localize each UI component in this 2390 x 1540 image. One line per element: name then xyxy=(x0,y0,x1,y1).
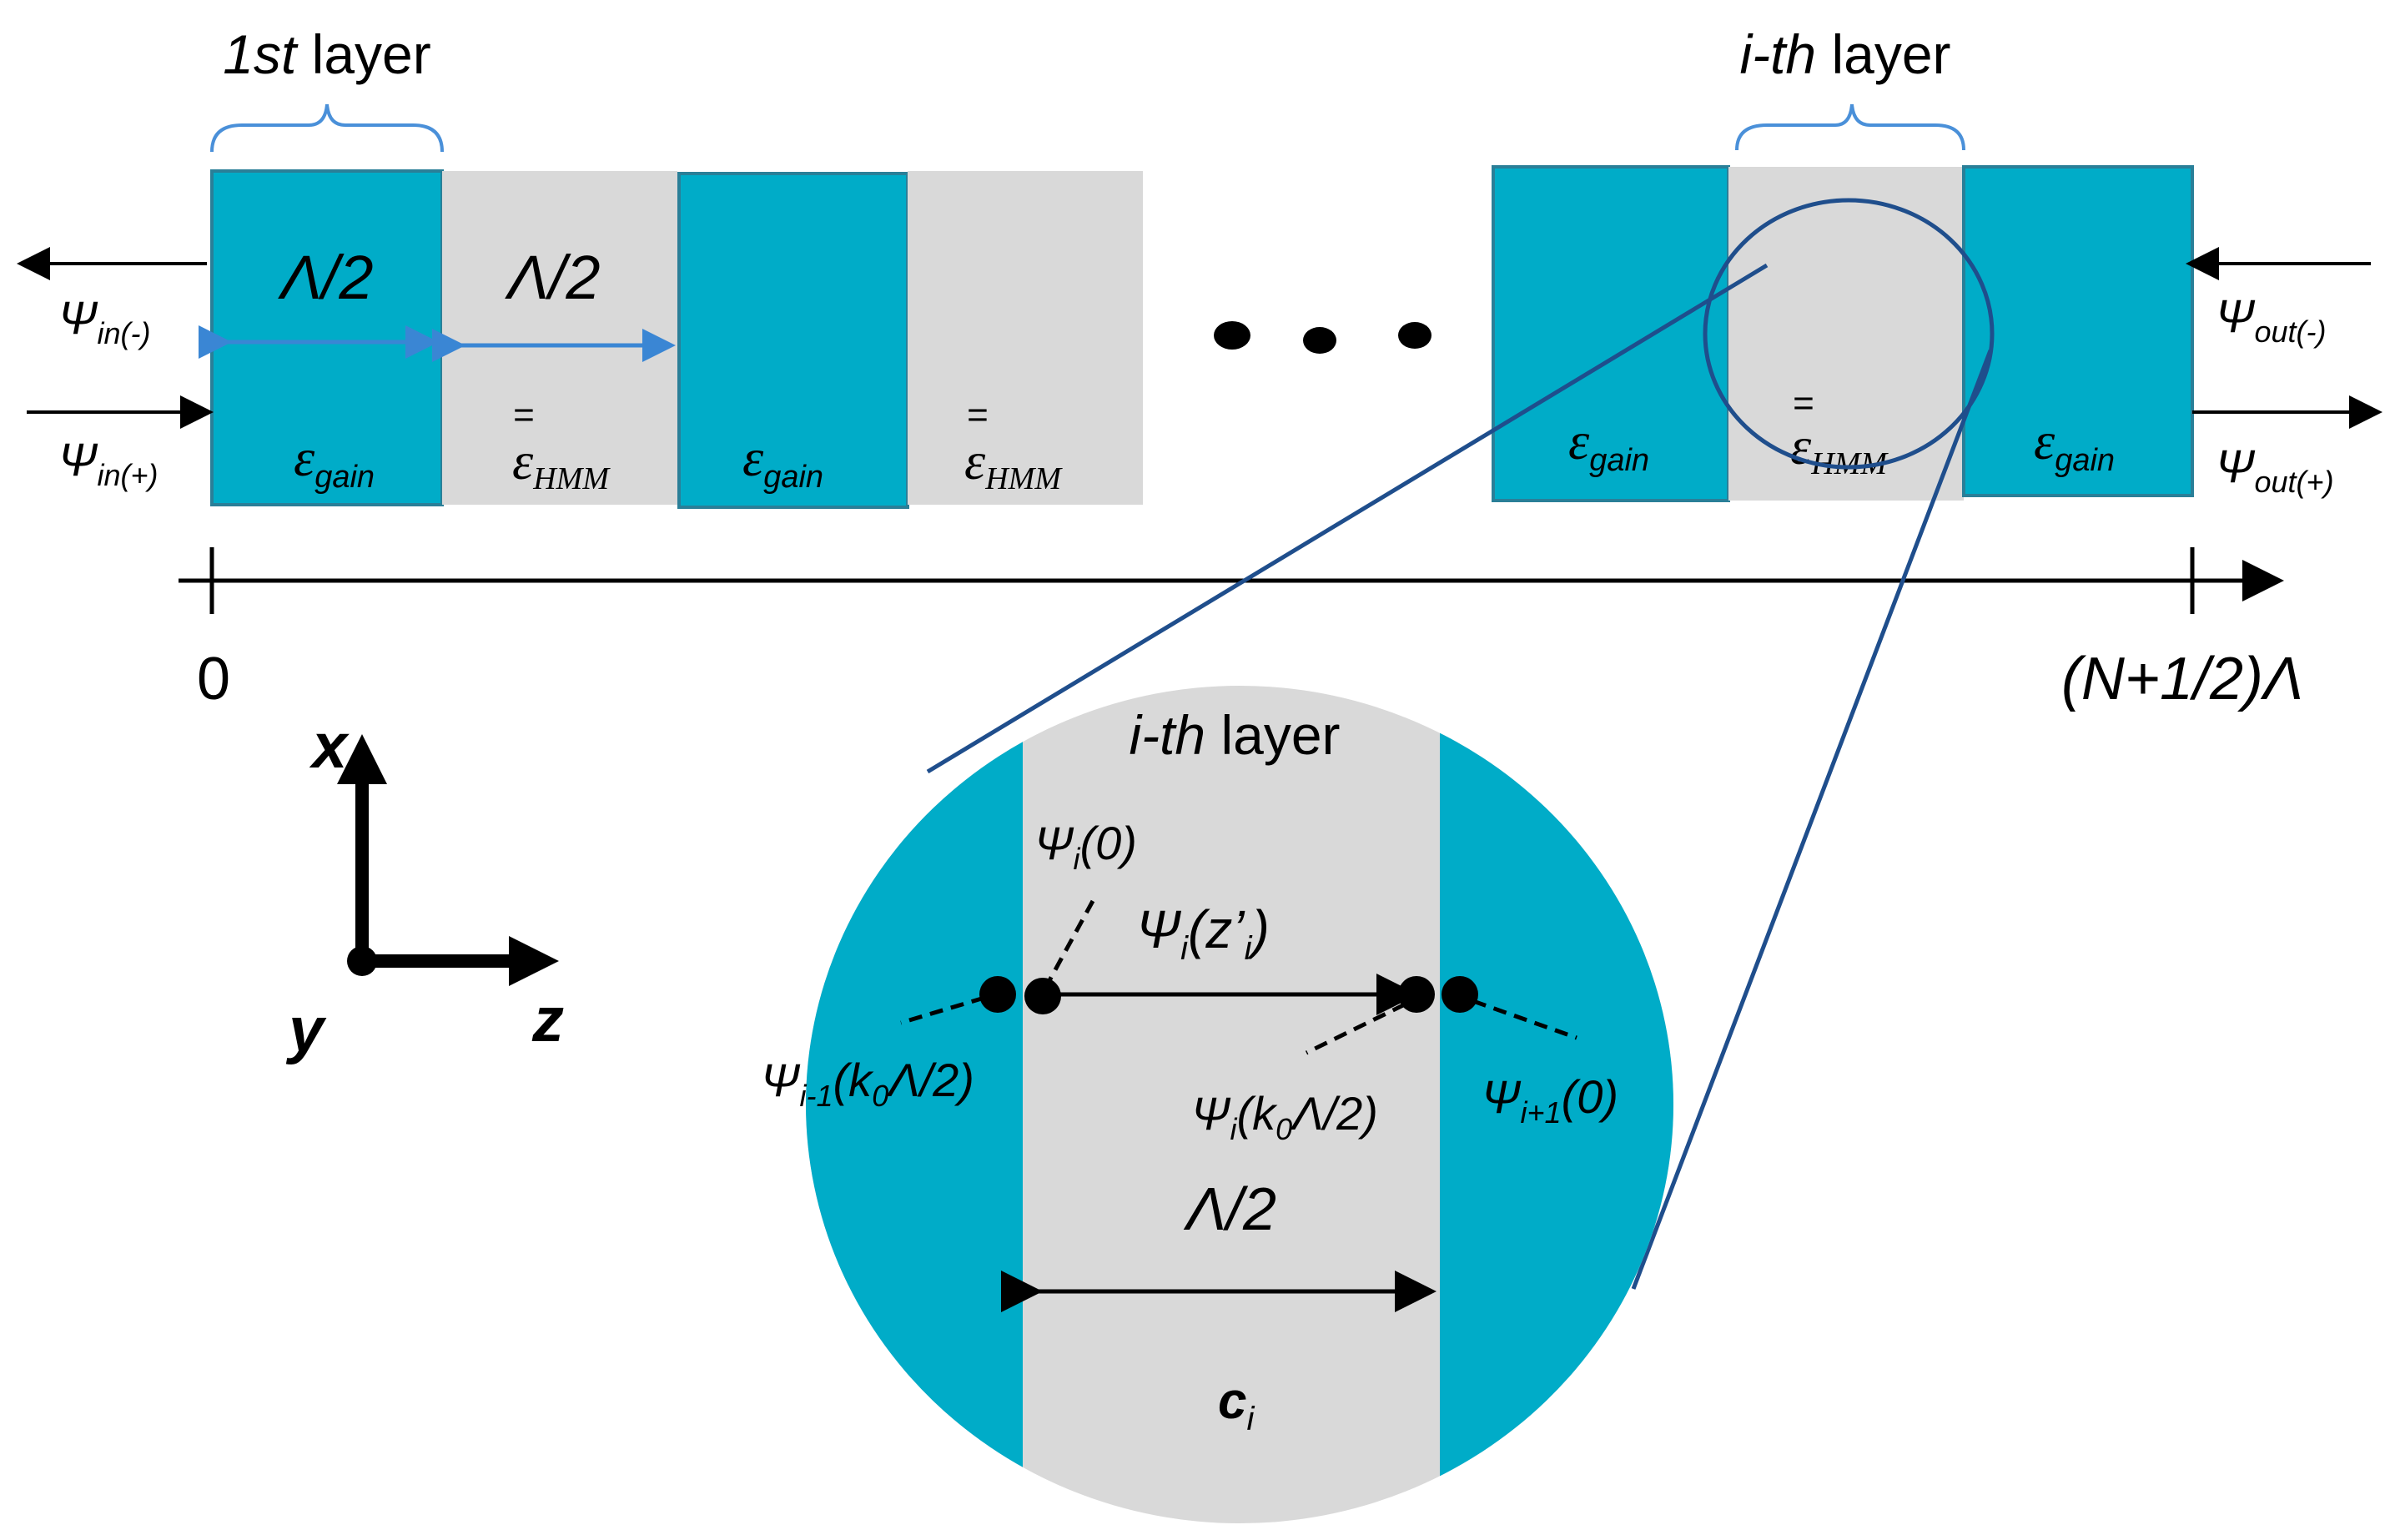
axis-x-label: x xyxy=(309,711,350,782)
coefficient-ci-label: ci xyxy=(1218,1372,1255,1437)
eps-hmm-2: = εHMM xyxy=(964,395,1063,496)
zoom-connector-right xyxy=(1631,350,1993,1290)
eps-hmm-1: = εHMM xyxy=(512,395,611,496)
z-axis xyxy=(179,547,2284,614)
lambda-half-label-2: Λ/2 xyxy=(504,243,600,312)
svg-text:=: = xyxy=(967,395,989,435)
svg-text:εgain: εgain xyxy=(1568,411,1649,478)
gain-layer-1 xyxy=(210,169,444,506)
ellipsis-dots xyxy=(1214,321,1431,354)
psi-i-0-label: Ψi(0) xyxy=(1034,817,1137,876)
dot-psi-i0 xyxy=(1024,978,1061,1014)
svg-text:εgain: εgain xyxy=(742,428,823,495)
dot-psi-ik xyxy=(1398,976,1435,1013)
psi-ik-label: Ψi(k0Λ/2) xyxy=(1191,1087,1378,1146)
brace-ith-layer xyxy=(1735,103,1965,151)
zoom-detail xyxy=(806,686,1673,1523)
ith-layer-title: i-th layer xyxy=(1739,23,1950,85)
brace-first-layer xyxy=(210,103,444,153)
svg-text:=: = xyxy=(513,395,535,435)
psi-out-plus-label: Ψout(+) xyxy=(2216,440,2334,499)
leader-psi-ik xyxy=(1305,1002,1406,1055)
hmm-layer-2 xyxy=(908,171,1143,505)
hmm-layer-1 xyxy=(442,171,677,505)
zoom-ith-layer-title: i-th layer xyxy=(1129,704,1340,766)
psi-im1-label: Ψi-1(k0Λ/2) xyxy=(761,1054,974,1113)
first-layer-title: 1st layer xyxy=(223,23,430,85)
eps-gain-right-1: εgain xyxy=(1568,411,1649,478)
zoom-selection-ellipse xyxy=(1703,198,1995,470)
leader-psi-i-0 xyxy=(1040,899,1095,994)
gain-layer-i-minus xyxy=(1492,165,1730,502)
svg-text:εHMM: εHMM xyxy=(964,431,1063,496)
psi-out-minus-label: Ψout(-) xyxy=(2216,289,2327,349)
leader-psi-ip1 xyxy=(1472,999,1577,1040)
svg-text:=: = xyxy=(1793,383,1814,424)
coordinate-axes xyxy=(337,734,559,986)
zoom-connector-left xyxy=(926,263,1769,774)
svg-text:εgain: εgain xyxy=(2034,411,2115,478)
lambda-half-label-1: Λ/2 xyxy=(277,243,373,312)
eps-gain-2: εgain xyxy=(742,428,823,495)
zoom-lambda-half-label: Λ/2 xyxy=(1183,1176,1276,1243)
eps-gain-1: εgain xyxy=(294,428,375,495)
eps-gain-right-2: εgain xyxy=(2034,411,2115,478)
axis-end-label: (N+1/2)Λ xyxy=(2061,646,2303,712)
svg-text:εgain: εgain xyxy=(294,428,375,495)
axis-y-label: y xyxy=(285,994,327,1065)
leader-psi-im1 xyxy=(900,995,985,1025)
psi-ip1-label: Ψi+1(0) xyxy=(1482,1070,1618,1130)
psi-in-minus-label: Ψin(-) xyxy=(58,291,151,350)
gain-layer-2 xyxy=(677,172,909,509)
svg-text:εHMM: εHMM xyxy=(512,431,611,496)
dot-psi-ip1 xyxy=(1442,976,1478,1013)
axis-z-label: z xyxy=(531,984,564,1055)
gain-layer-i-plus xyxy=(1962,165,2194,497)
dot-psi-im1 xyxy=(979,976,1016,1013)
psi-in-plus-label: Ψin(+) xyxy=(58,433,158,492)
layer-stack-left xyxy=(210,169,1143,509)
axis-zero-label: 0 xyxy=(197,646,230,712)
